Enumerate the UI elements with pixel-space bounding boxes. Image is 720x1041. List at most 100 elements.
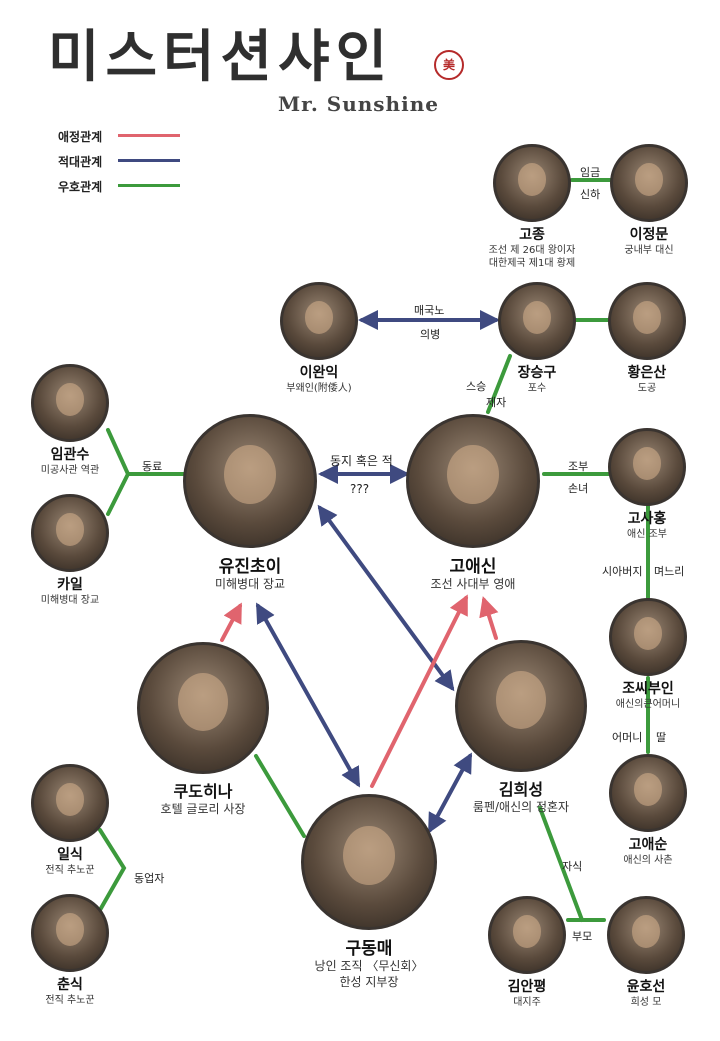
character-eugenechoi: 유진초이 미해병대 장교: [176, 414, 324, 593]
character-jossibuin: 조씨부인 애신의큰어머니: [596, 598, 700, 711]
character-desc: 도공: [637, 383, 657, 394]
character-name: 쿠도히나: [173, 782, 233, 801]
edge-label-righteous-army: 의병: [420, 328, 441, 341]
edge-label-student: 제자: [486, 396, 507, 409]
character-imgwansu: 임관수 미공사관 역관: [22, 364, 118, 477]
character-name: 김안평: [507, 979, 547, 995]
character-desc: 미해병대 장교: [40, 595, 100, 606]
character-kimanpyeong: 김안평 대지주: [484, 896, 570, 1009]
edge-label-comrade: 동지 혹은 적: [330, 454, 393, 468]
edge-label-teacher: 스승: [466, 380, 487, 393]
edge-label-mother: 어머니: [612, 731, 643, 744]
legend-label-hostile: 적대관계: [58, 155, 103, 169]
edge-label-daughter-in-law: 며느리: [654, 565, 685, 578]
character-name: 구동매: [345, 939, 393, 959]
avatar: [610, 144, 688, 222]
character-chunsik: 춘식 전직 추노꾼: [22, 894, 118, 1007]
character-goaesun: 고애순 애신의 사촌: [600, 754, 696, 867]
avatar: [137, 642, 269, 774]
avatar: [608, 282, 686, 360]
character-name: 고종: [519, 227, 545, 243]
link-eugene-gudongmae: [256, 602, 360, 788]
character-name: 이정문: [629, 227, 669, 243]
edge-label-subject: 신하: [580, 188, 601, 201]
character-name: 이완익: [299, 365, 339, 381]
character-ilsik: 일식 전직 추노꾼: [22, 764, 118, 877]
character-gojong: 고종 조선 제 26대 왕이자 대한제국 제1대 황제: [480, 144, 584, 270]
avatar: [498, 282, 576, 360]
character-desc: 호텔 글로리 사장: [160, 802, 246, 816]
edge-label-colleague: 동료: [142, 460, 163, 473]
edge-label-unknown: ???: [350, 482, 370, 496]
page-title: 미스터션샤인: [48, 25, 394, 90]
character-desc: 낭인 조직 〈무신회〉: [314, 959, 424, 973]
character-name: 고애신: [449, 557, 497, 577]
legend-line-love: [118, 134, 180, 137]
edge-label-father-in-law: 시아버지: [602, 565, 643, 578]
seal-stamp: 美: [434, 50, 464, 80]
character-kimhuiseong: 김희성 룸펜/애신의 정혼자: [446, 640, 596, 816]
character-name: 고사홍: [627, 511, 667, 527]
page-subtitle: Mr. Sunshine: [278, 92, 439, 116]
avatar: [31, 894, 109, 972]
character-name: 김희성: [498, 780, 544, 799]
character-desc: 미공사관 역관: [40, 465, 100, 476]
edge-label-partner: 동업자: [134, 872, 165, 885]
character-desc: 조선 제 26대 왕이자: [488, 245, 576, 256]
character-desc: 미해병대 장교: [214, 577, 286, 591]
character-gosaheung: 고사홍 애신 조부: [602, 428, 692, 541]
avatar: [609, 754, 687, 832]
link-gudongmae-kimhuiseong: [428, 752, 472, 834]
character-leejungmun: 이정문 궁내부 대신: [604, 144, 694, 257]
character-desc: 한성 지부장: [339, 974, 399, 989]
character-goaeshin: 고애신 조선 사대부 영애: [398, 414, 548, 593]
link-kimhuiseong-goaeshin: [479, 596, 499, 640]
avatar: [31, 764, 109, 842]
legend-label-friendly: 우호관계: [58, 180, 103, 194]
character-desc: 희성 모: [630, 997, 662, 1008]
avatar: [183, 414, 317, 548]
character-desc: 애신의 사촌: [623, 855, 673, 866]
character-name: 조씨부인: [622, 681, 674, 697]
avatar: [488, 896, 566, 974]
link-colleagues: [106, 428, 188, 516]
avatar: [455, 640, 587, 772]
link-eugene-kimhuiseong: [317, 504, 455, 692]
character-desc: 전직 추노꾼: [45, 995, 95, 1006]
edge-label-granddaughter: 손녀: [568, 482, 589, 495]
edge-label-grandfather: 조부: [568, 460, 589, 473]
avatar: [406, 414, 540, 548]
link-gudongmae-goaeshin: [370, 594, 468, 788]
character-leewanik: 이완익 부왜인(附倭人): [272, 282, 366, 395]
character-desc: 궁내부 대신: [624, 245, 674, 256]
character-jangseunggu: 장승구 포수: [492, 282, 582, 395]
avatar: [609, 598, 687, 676]
character-kyle: 카일 미해병대 장교: [22, 494, 118, 607]
legend-label-love: 애정관계: [58, 130, 103, 144]
character-hwangeunsan: 황은산 도공: [602, 282, 692, 395]
legend-line-hostile: [118, 159, 180, 162]
edge-label-parents: 부모: [572, 930, 593, 943]
link-kudohina-eugene: [220, 602, 242, 642]
character-name: 일식: [57, 847, 83, 863]
character-desc: 전직 추노꾼: [45, 865, 95, 876]
link-jangseunggu-goaeshin: [486, 354, 512, 414]
character-name: 임관수: [50, 447, 90, 463]
character-desc: 부왜인(附倭人): [286, 383, 352, 394]
avatar: [301, 794, 437, 930]
character-name: 춘식: [57, 977, 83, 993]
character-desc: 애신 조부: [627, 529, 667, 540]
character-name: 유진초이: [218, 557, 282, 577]
character-yunhoseon: 윤호선 희성 모: [600, 896, 692, 1009]
character-name: 황은산: [627, 365, 667, 381]
character-gudongmae: 구동매 낭인 조직 〈무신회〉 한성 지부장: [294, 794, 444, 990]
character-name: 카일: [57, 577, 83, 593]
edge-label-traitor: 매국노: [414, 304, 445, 317]
legend-line-friendly: [118, 184, 180, 187]
character-desc: 대지주: [513, 997, 541, 1008]
character-desc: 애신의큰어머니: [615, 699, 681, 710]
avatar: [607, 896, 685, 974]
character-desc: 포수: [527, 383, 547, 394]
link-partners: [98, 828, 127, 912]
